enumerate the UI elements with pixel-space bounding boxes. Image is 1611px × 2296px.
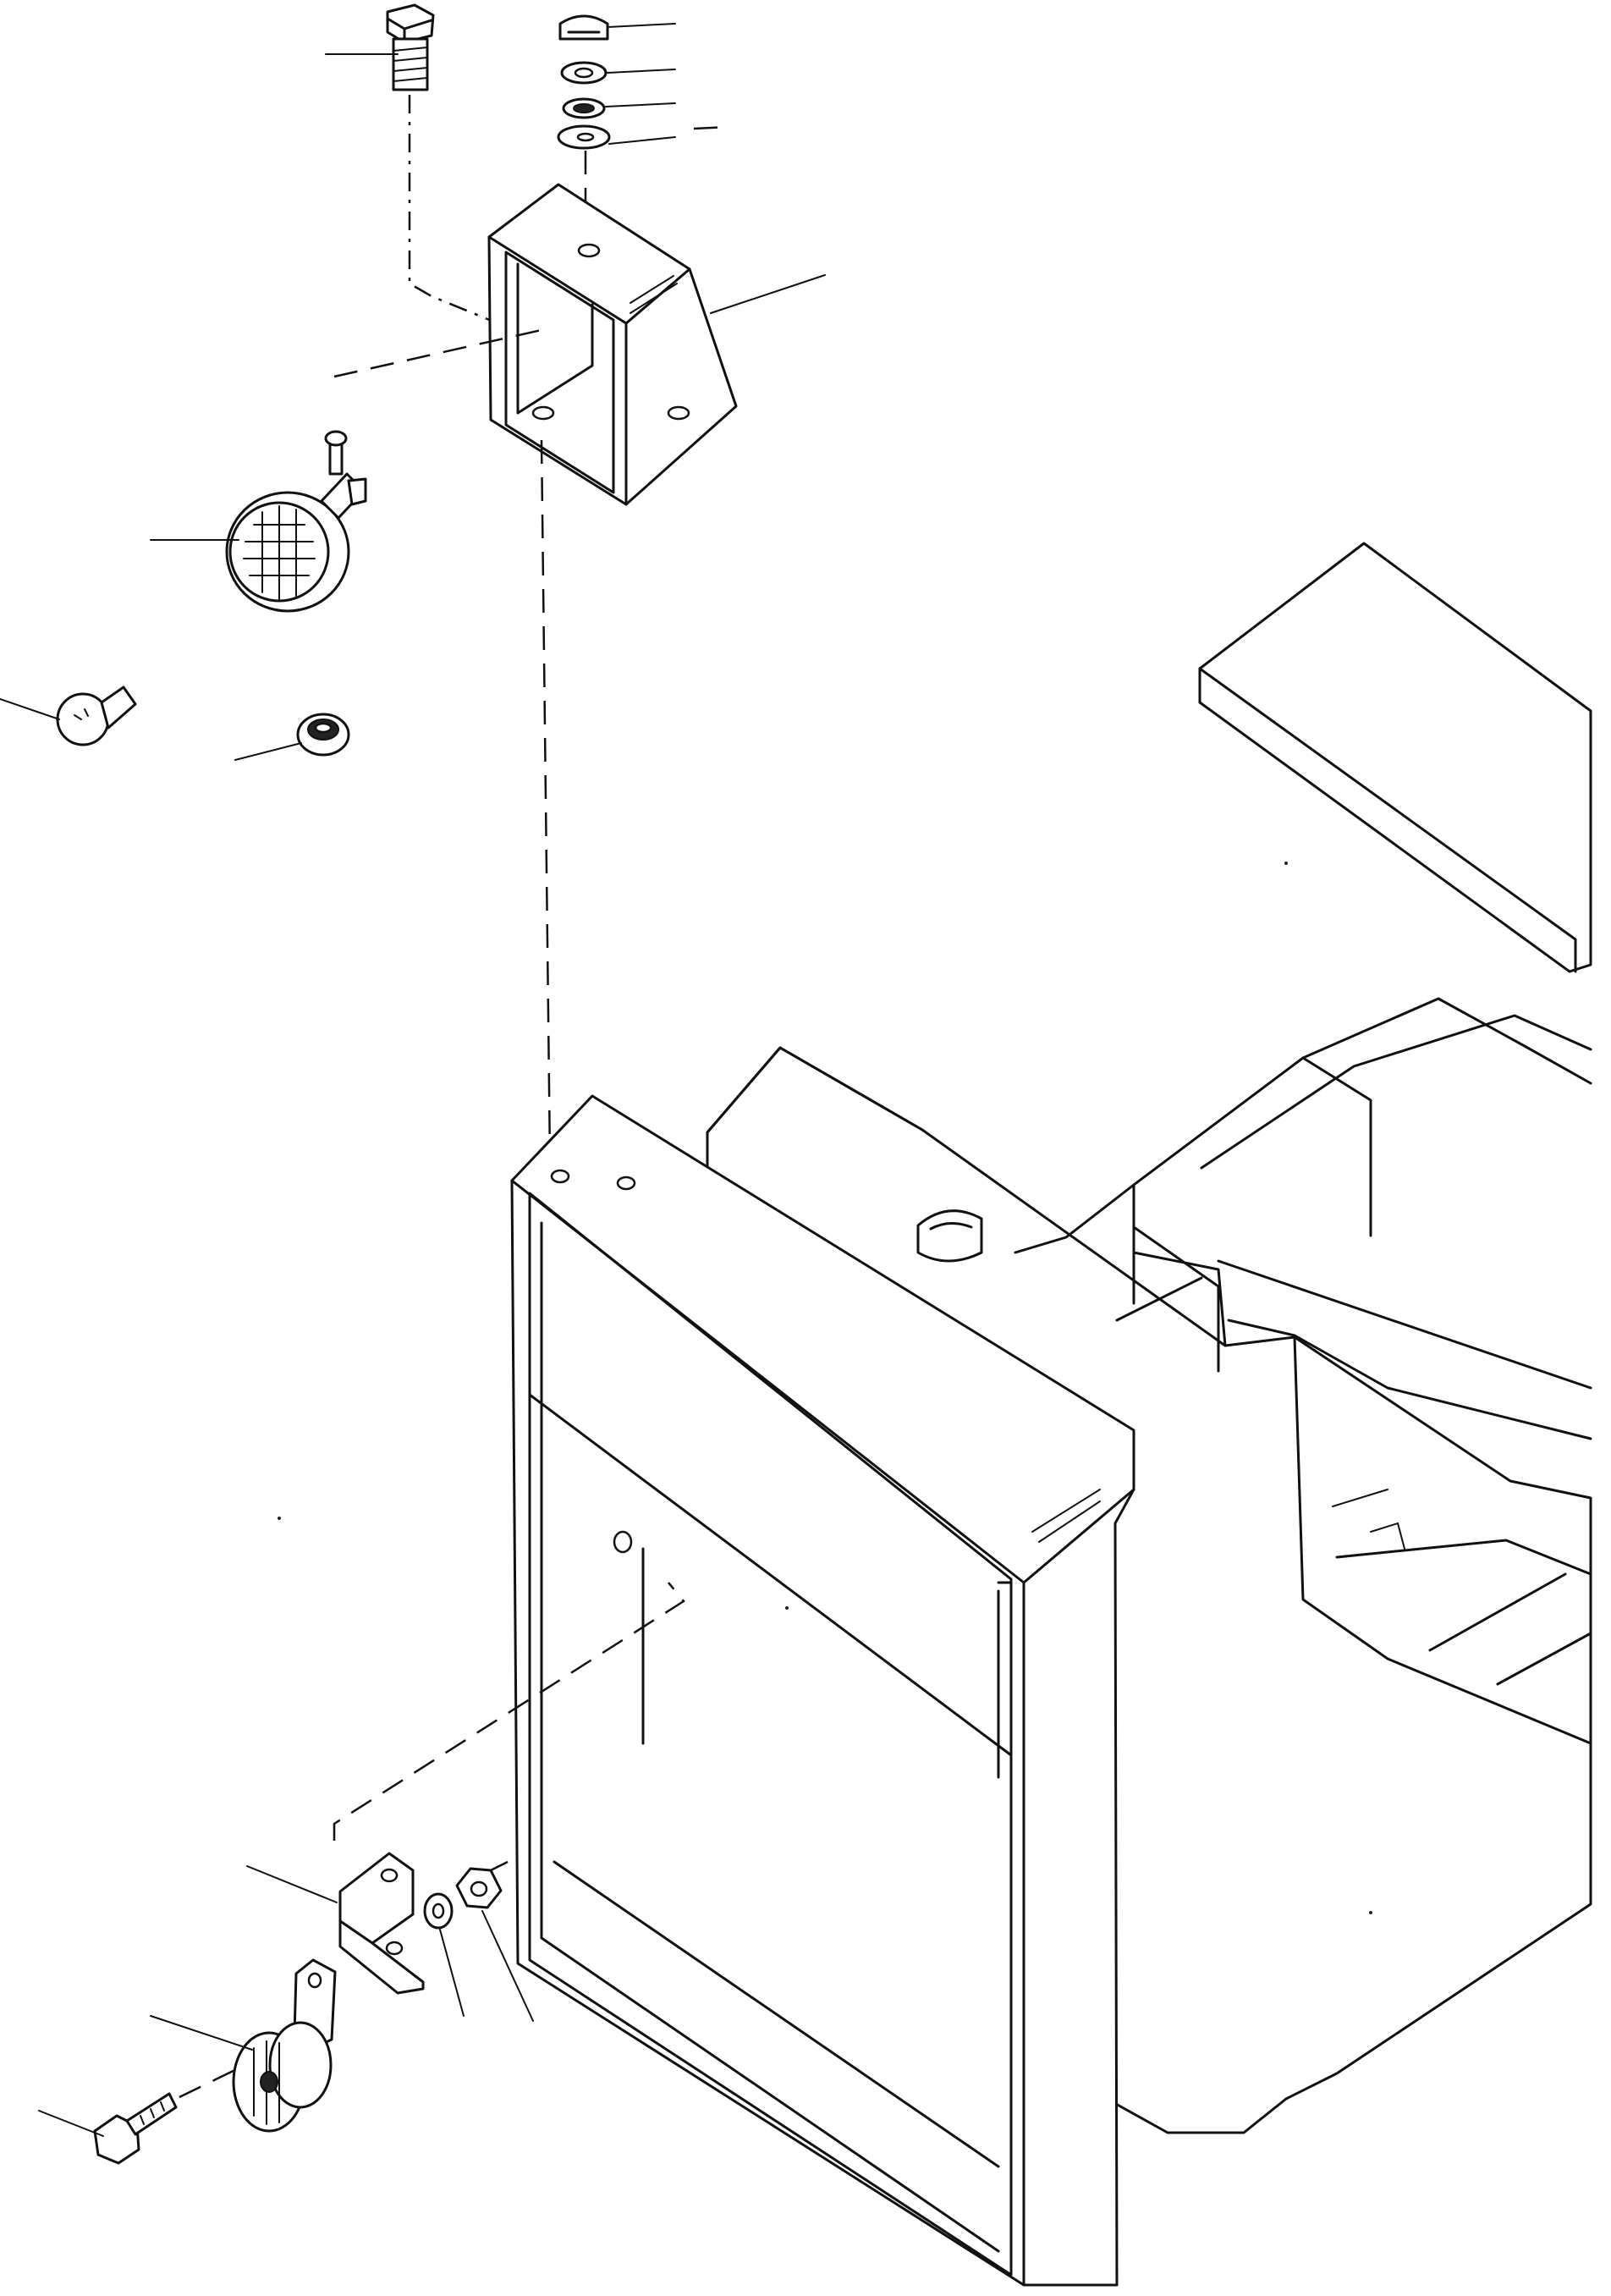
leader-flat-washer	[608, 136, 676, 145]
washer-hole	[574, 67, 594, 79]
horn-centerline	[333, 1582, 685, 1841]
bolt-centerline	[408, 95, 525, 336]
bulb-part[interactable]	[56, 685, 137, 746]
leader-extra	[693, 125, 729, 130]
lamp-bracket-part[interactable]	[487, 183, 738, 506]
radiator-top-band	[706, 1046, 1220, 1373]
horn-bolt-part[interactable]	[93, 2092, 178, 2165]
horn-bracket-part[interactable]	[338, 1852, 425, 1995]
leader-grommet	[234, 742, 302, 761]
leader-horn-nut	[481, 1910, 534, 2022]
bracket-to-frame-centerline	[540, 439, 552, 1160]
flat-washer-part[interactable]	[557, 124, 611, 150]
filler-cap-part[interactable]	[916, 1209, 983, 1263]
lock-washer-part[interactable]	[562, 97, 606, 119]
leader-horn-bolt	[38, 2110, 104, 2137]
bolt-top-part[interactable]	[386, 3, 435, 91]
leader-horn-washer	[439, 1929, 465, 2017]
work-lamp-part[interactable]	[225, 430, 367, 613]
horn-bolt-centerline	[179, 2063, 246, 2099]
leader-bulb	[0, 698, 60, 720]
leader-lock-washer	[605, 102, 676, 107]
cap-nut-part[interactable]	[558, 14, 609, 41]
horn-mount-dash	[490, 1860, 509, 1872]
leader-washer	[607, 69, 676, 74]
cover-plate-part[interactable]	[1198, 542, 1592, 973]
horn-nut-part[interactable]	[455, 1867, 503, 1909]
leader-bracket	[710, 274, 826, 314]
scan-speck	[785, 1606, 789, 1610]
leader-horn-bracket	[246, 1865, 338, 1903]
horn-part[interactable]	[232, 1958, 337, 2133]
scan-speck	[1284, 862, 1288, 865]
horn-washer-part[interactable]	[423, 1892, 454, 1930]
leader-nut	[607, 23, 676, 28]
grommet-part[interactable]	[296, 713, 350, 757]
leader-horn	[150, 2015, 253, 2051]
radiator-guard-part[interactable]	[510, 1094, 1135, 2287]
scan-speck	[278, 1517, 281, 1520]
scan-speck	[1369, 1911, 1372, 1914]
